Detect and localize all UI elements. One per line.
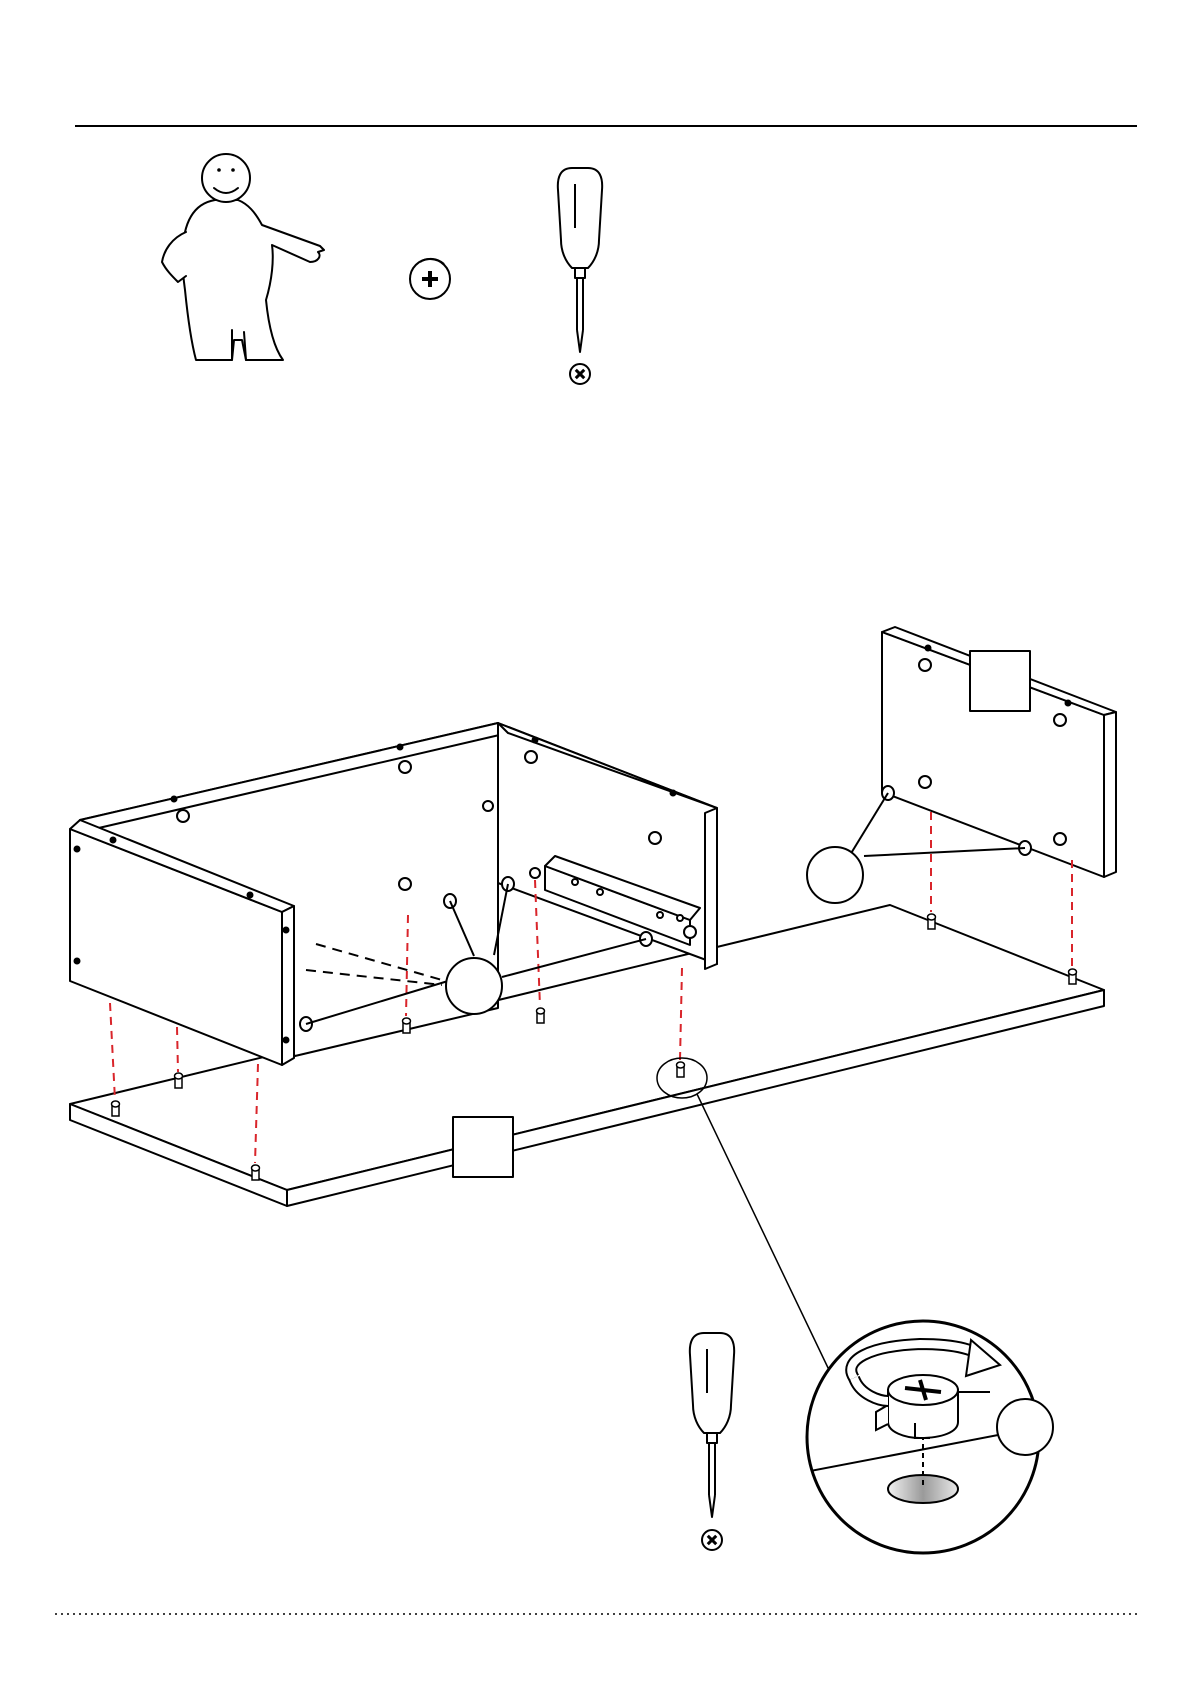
phillips-screwdriver-icon	[558, 168, 602, 384]
cam-bolt	[252, 1165, 260, 1180]
cam-bolt	[677, 1062, 685, 1077]
cam-bolt	[403, 1018, 411, 1033]
phillips-screwdriver-icon	[690, 1333, 734, 1550]
end-panel-label-box	[970, 651, 1030, 711]
side-panel-right	[498, 723, 717, 969]
ikea-man-icon	[162, 154, 324, 360]
bottom-panel-label-box	[453, 1117, 513, 1177]
detail-part-callout	[997, 1399, 1053, 1455]
detail-magnifier	[800, 1321, 1053, 1553]
cam-bolt	[175, 1073, 183, 1088]
cam-lock-icon	[410, 259, 450, 299]
cam-bolt	[1069, 969, 1077, 984]
cam-bolt	[537, 1008, 545, 1023]
end-panel	[882, 627, 1116, 877]
cam-bolt	[928, 914, 936, 929]
cam-bolt	[112, 1101, 120, 1116]
